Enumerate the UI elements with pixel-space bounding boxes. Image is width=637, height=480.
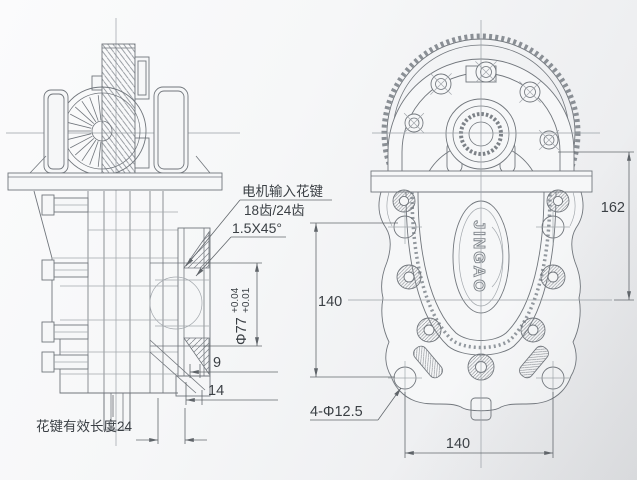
bevel-spline-line [97, 141, 102, 167]
label-dim-162: 162 [601, 200, 625, 216]
bevel-spline-line [70, 135, 93, 149]
dimensions-front: 162 140 140 4-Φ12.5 [310, 151, 634, 458]
dimensions-side: 电机输入花键 18齿/24齿 1.5X45° Φ77 +0.04 +0.01 9 [36, 184, 332, 444]
rib-bolt-inner [403, 271, 415, 283]
mounting-plate-side [7, 172, 223, 191]
label-dim-14: 14 [208, 383, 224, 399]
leg-right [519, 345, 549, 379]
bolt-head [41, 321, 55, 343]
leg-left [413, 345, 443, 379]
side-view: 电机输入花键 18齿/24齿 1.5X45° Φ77 +0.04 +0.01 9 [6, 18, 332, 446]
bolt-head [41, 194, 55, 216]
bevel-spline-line [70, 113, 93, 127]
label-motor-spline-1: 电机输入花键 [242, 184, 323, 199]
corner-holes [388, 210, 570, 395]
bottom-spline-shaft [103, 392, 131, 431]
rib-bolt-inner [423, 324, 435, 336]
bolt-crosshair [519, 81, 541, 103]
dome-bolt-inner [524, 86, 536, 98]
left-gusset [29, 155, 47, 174]
right-gusset [195, 155, 211, 174]
label-dim-140-vertical: 140 [318, 294, 342, 310]
bearing-block-lower [134, 137, 150, 169]
mounting-plate-front [370, 170, 593, 193]
dome-bolt-inner [480, 66, 492, 78]
bearing-block-upper-inner [137, 60, 147, 96]
lower-housing-side [33, 190, 178, 431]
bevel-spline-line [89, 97, 99, 121]
bevel-spline-line [74, 106, 95, 124]
bearing-supports [29, 86, 211, 174]
bevel-spline-line [67, 133, 92, 141]
bolt-crosshair [403, 112, 425, 134]
dome-bolt-inner [408, 117, 420, 129]
dome-bolt-inner [435, 78, 447, 90]
bore-tol-lower: +0.01 [241, 287, 252, 313]
right-support [153, 86, 189, 174]
label-dim-140-horizontal: 140 [446, 436, 470, 452]
rib-bolt-inner [552, 195, 564, 207]
label-motor-spline-2: 18齿/24齿 [244, 203, 305, 218]
rib-bolt-inner [547, 271, 559, 283]
bevel-spline-line [97, 95, 102, 121]
bearing-block-upper [134, 56, 150, 100]
bevel-spline-line [81, 100, 97, 123]
bolt-crosshair [475, 61, 497, 83]
bore-tol-upper: +0.04 [230, 287, 241, 313]
detail-circle [149, 276, 203, 330]
rib-bolt-inner [398, 195, 410, 207]
front-view: JINGAO 162 140 140 4-Φ12. [310, 20, 634, 468]
brand-badge-text: JINGAO [470, 220, 487, 293]
housing-bolts [41, 194, 89, 373]
rib-bolt-inner [527, 324, 539, 336]
label-mount-holes: 4-Φ12.5 [310, 404, 363, 420]
bolt-crosshair [538, 129, 560, 151]
right-support-inner [157, 90, 185, 170]
bevel-splines [66, 95, 102, 167]
helical-gear [91, 43, 150, 179]
bevel-spline-line [81, 139, 97, 162]
label-dim-9: 9 [213, 355, 221, 371]
left-support-inner [47, 93, 65, 170]
output-flange [149, 227, 211, 397]
dome-bolt-inner [543, 134, 555, 146]
dome-bolts [403, 61, 560, 151]
funnel-line [149, 339, 206, 391]
bore-diameter-text: Φ77 [234, 317, 250, 345]
bolt-crosshair [430, 73, 452, 95]
bolt-head [41, 259, 55, 281]
bolt-head [41, 351, 55, 373]
funnel-line [149, 351, 197, 394]
bevel-spline-line [89, 141, 99, 165]
left-tab [91, 75, 103, 91]
section-hatch-bottom [183, 337, 210, 376]
bevel-spline-line [74, 138, 95, 156]
label-chamfer: 1.5X45° [232, 220, 282, 236]
flange-foot [175, 375, 211, 397]
bevel-spline-line [67, 121, 92, 129]
label-spline-length: 花键有效长度24 [36, 419, 133, 434]
label-bore: Φ77 +0.04 +0.01 [230, 287, 252, 345]
